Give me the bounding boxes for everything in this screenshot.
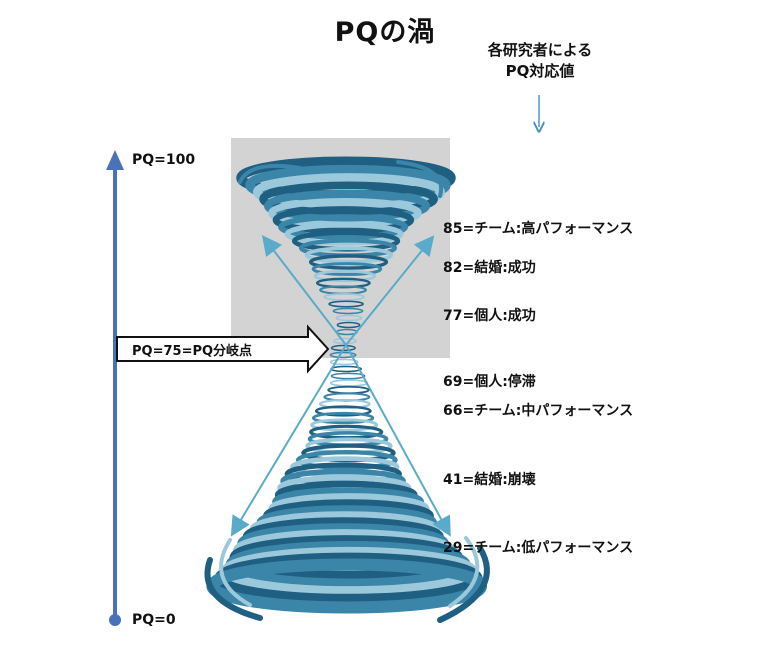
annotation-29: 29=チーム:低パフォーマンス — [443, 540, 634, 556]
vortex-ring — [259, 181, 438, 217]
vortex-ring — [318, 398, 371, 410]
vortex-ring — [310, 418, 379, 432]
pq-axis-origin-dot — [109, 614, 121, 626]
vortex-ring — [335, 314, 363, 322]
diverge-arrow-lower-right — [345, 344, 451, 537]
diverge-arrow-lower-left — [230, 344, 347, 537]
vortex-ring — [313, 269, 377, 283]
vortex-ring — [311, 262, 383, 276]
vortex-ring — [332, 307, 364, 315]
vortex-ring — [323, 292, 365, 302]
vortex-ring — [311, 411, 375, 425]
vortex-ring — [284, 222, 404, 246]
researcher-values-header: 各研究者による PQ対応値 — [470, 40, 610, 82]
vortex-swirl — [396, 160, 444, 198]
pq-axis-arrowhead — [106, 150, 124, 170]
annotation-41: 41=結婚:崩壊 — [443, 472, 536, 488]
diverge-arrow-upper-right — [345, 235, 435, 346]
diverge-arrow-upper-left — [261, 235, 347, 346]
vortex-ring — [314, 405, 372, 417]
diagram-title: PQの渦 — [334, 17, 436, 48]
header-line-1: 各研究者による — [487, 41, 593, 59]
branch-point-arrow — [116, 324, 330, 374]
annotation-66: 66=チーム:中パフォーマンス — [443, 403, 634, 419]
vortex-ring — [330, 365, 363, 373]
vortex-ring — [329, 358, 359, 366]
vortex-ring — [304, 246, 394, 264]
vortex-ring — [336, 321, 361, 329]
vortex-ring — [328, 300, 364, 308]
vortex-swirl — [437, 545, 490, 623]
vortex-swirl — [448, 536, 480, 608]
branch-point-label: PQ=75=PQ分岐点 — [132, 344, 253, 359]
vortex-ring — [308, 254, 389, 270]
vortex-spiral — [204, 156, 490, 623]
annotation-69: 69=個人:停滞 — [443, 374, 536, 390]
vortex-ring — [278, 214, 409, 240]
vortex-ring — [329, 351, 357, 359]
annotation-85: 85=チーム:高パフォーマンス — [443, 221, 634, 237]
vortex-ring — [329, 379, 369, 387]
vortex-swirl — [238, 163, 302, 184]
vortex-ring — [327, 385, 370, 395]
header-line-2: PQ対応値 — [505, 62, 575, 80]
axis-bottom-label: PQ=0 — [132, 612, 176, 628]
vortex-ring — [330, 372, 366, 380]
vortex-swirl — [204, 557, 263, 621]
vortex-ring — [295, 450, 398, 470]
vortex-swirl — [219, 538, 252, 607]
annotation-77: 77=個人:成功 — [443, 308, 536, 324]
axis-top-label: PQ=100 — [132, 152, 196, 168]
annotation-82: 82=結婚:成功 — [443, 260, 536, 276]
